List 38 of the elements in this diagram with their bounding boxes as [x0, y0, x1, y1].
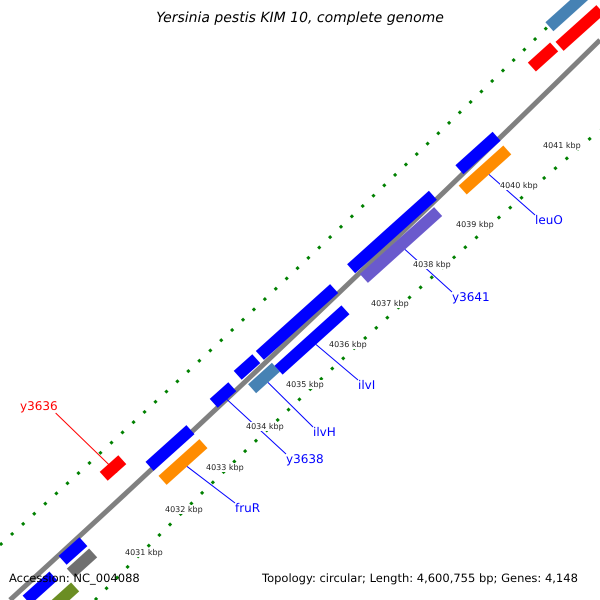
gene-feature — [274, 305, 350, 375]
gene-label: y3636 — [20, 399, 58, 413]
gene-label: y3641 — [452, 290, 490, 304]
gene-label: y3638 — [286, 452, 324, 466]
gene-feature — [234, 354, 260, 380]
gene-feature — [556, 5, 600, 51]
leader-line — [55, 412, 118, 473]
gene-feature — [146, 425, 194, 471]
leader-line — [488, 174, 536, 216]
gene-feature — [210, 382, 236, 408]
position-label: 4038 kbp — [413, 260, 451, 269]
gene-feature — [58, 537, 88, 565]
gene-feature — [158, 439, 208, 485]
position-label: 4041 kbp — [543, 141, 581, 150]
gene-label: leuO — [535, 213, 563, 227]
position-label: 4036 kbp — [329, 340, 367, 349]
position-label: 4037 kbp — [371, 299, 409, 308]
genome-info: Topology: circular; Length: 4,600,755 bp; Genes: 4,148 — [262, 571, 578, 585]
position-label: 4032 kbp — [165, 505, 203, 514]
gene-feature — [100, 455, 126, 481]
gene-feature — [347, 190, 437, 274]
diagram-title: Yersinia pestis KIM 10, complete genome — [155, 10, 445, 26]
position-label: 4031 kbp — [125, 548, 163, 557]
leader-line — [316, 344, 358, 380]
gene-label: ilvH — [313, 425, 336, 439]
position-label: 4033 kbp — [206, 463, 244, 472]
leader-line — [186, 466, 236, 504]
gene-feature — [545, 0, 591, 32]
position-label: 4034 kbp — [246, 422, 284, 431]
leader-line — [268, 382, 314, 428]
position-label: 4040 kbp — [500, 181, 538, 190]
gene-feature — [455, 132, 501, 174]
gene-label: ilvI — [358, 378, 376, 392]
position-label: 4035 kbp — [286, 380, 324, 389]
gene-feature — [248, 362, 280, 394]
gene-feature — [528, 42, 558, 72]
gene-label: fruR — [235, 501, 260, 515]
position-label: 4039 kbp — [456, 220, 494, 229]
